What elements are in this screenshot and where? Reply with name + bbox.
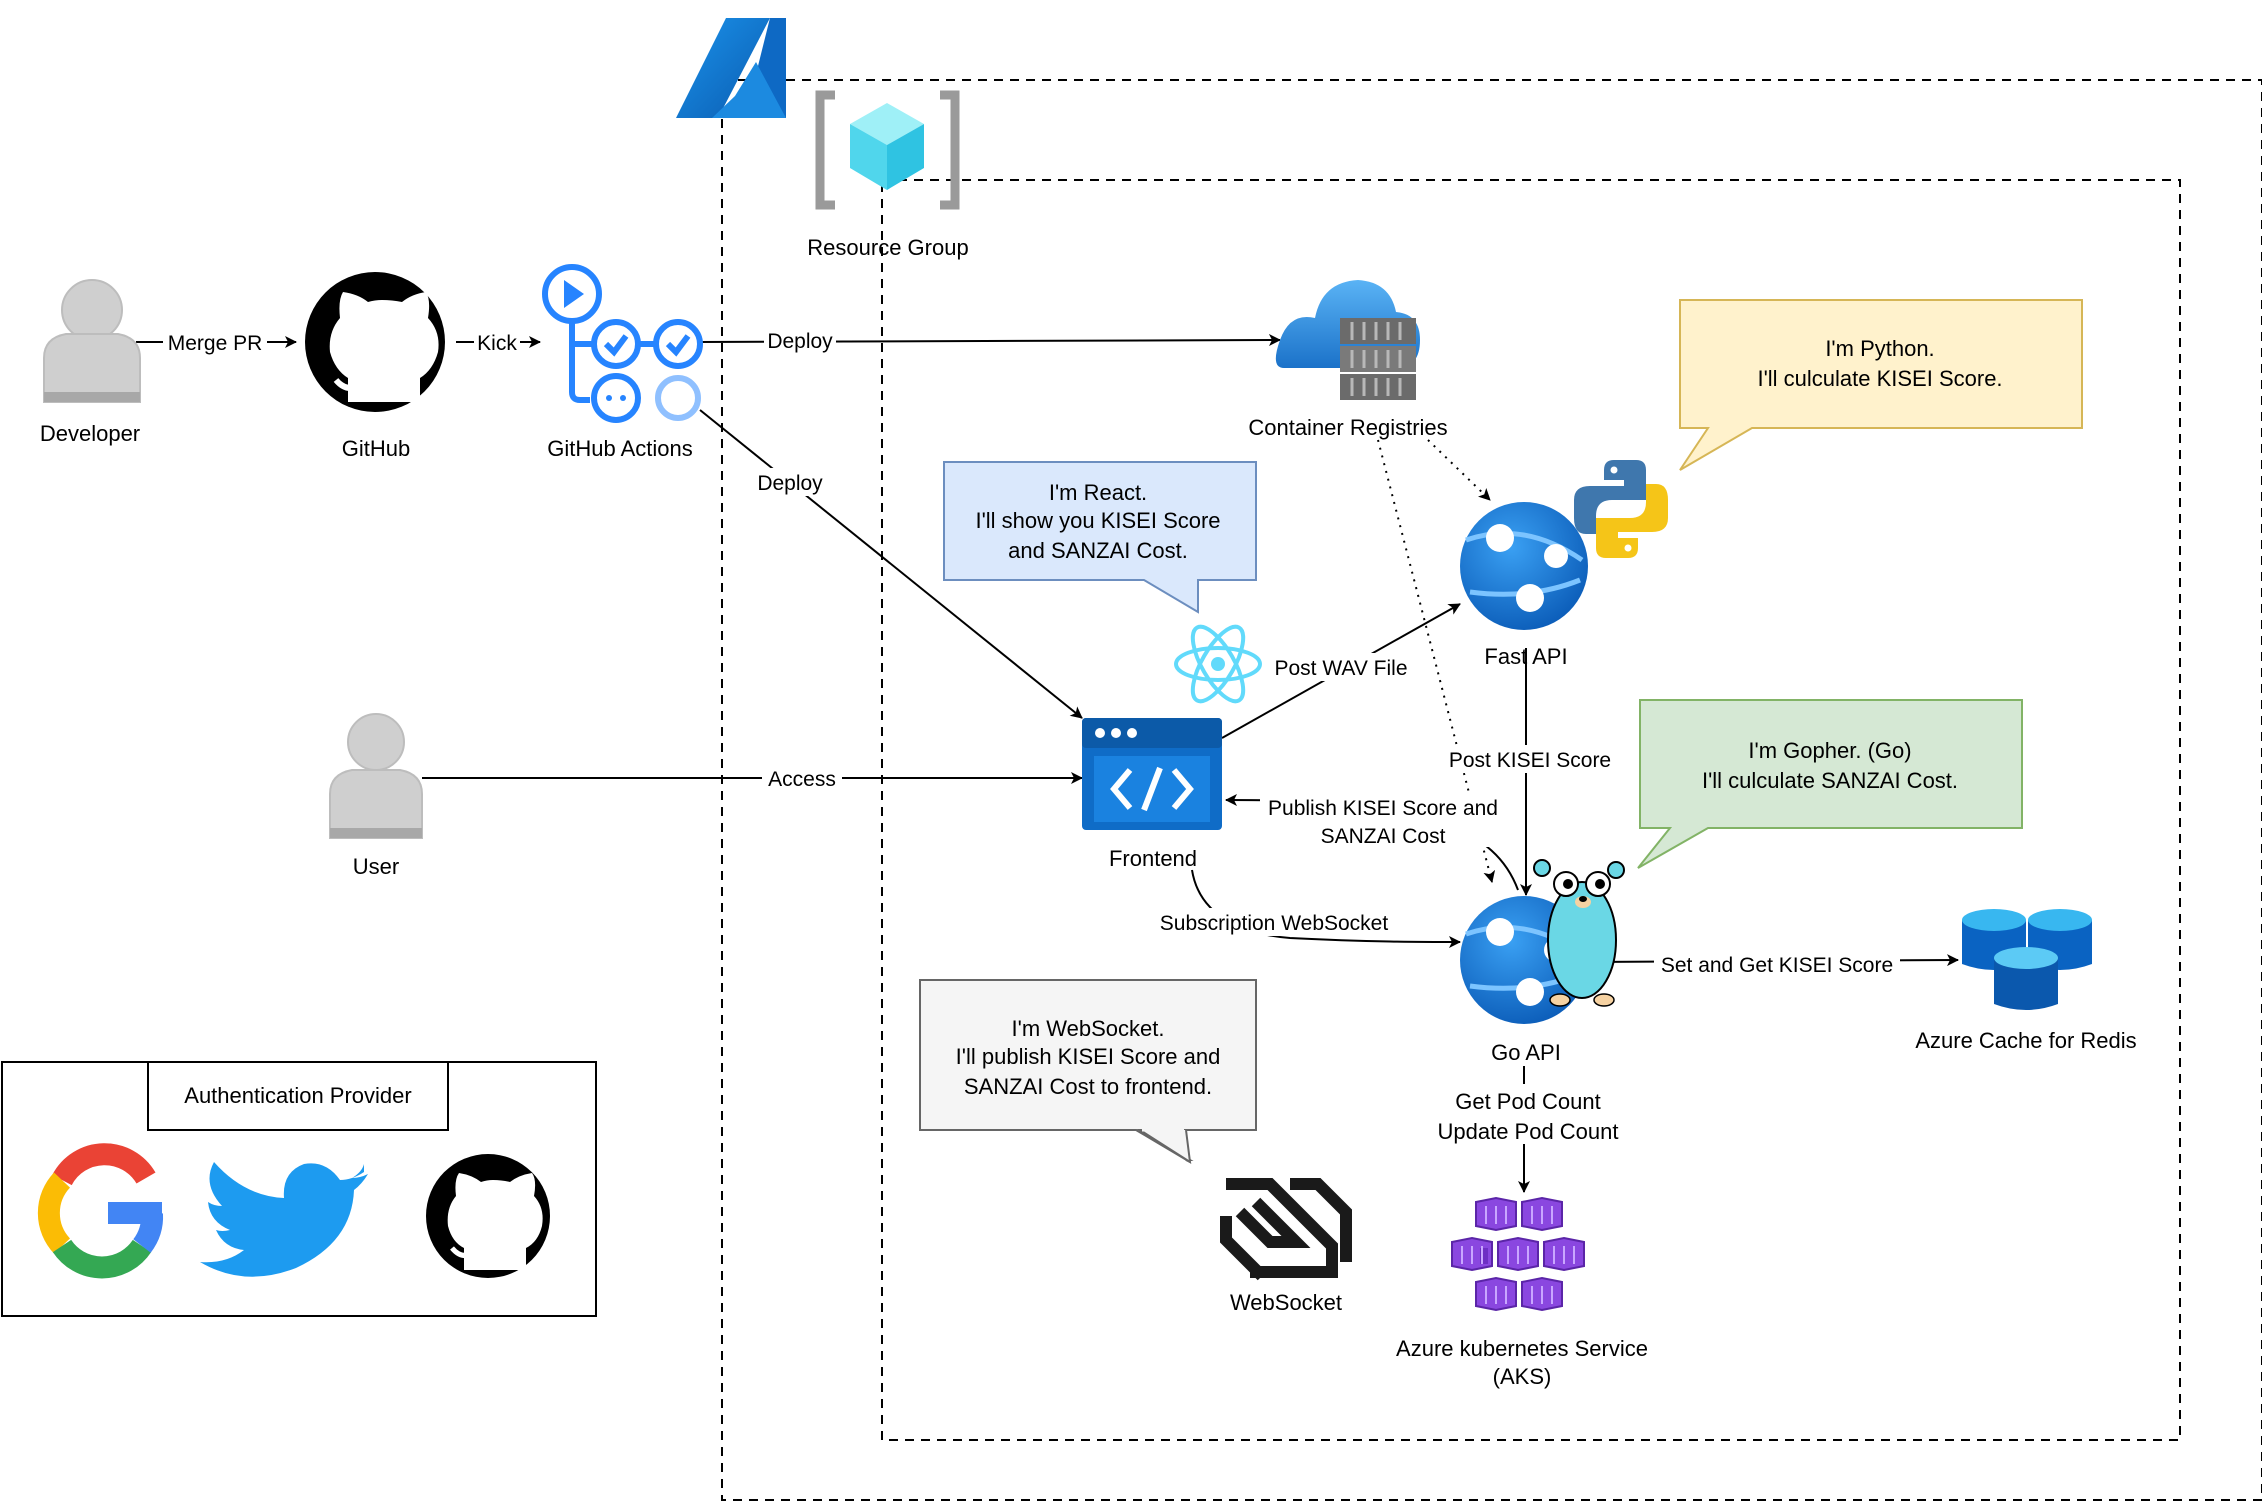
gopher-note-line-1: I'm Gopher. (Go) [1748,738,1911,763]
github-label: GitHub [342,436,410,461]
container-registry-icon [1275,280,1420,400]
websocket-note-line-1: I'm WebSocket. [1012,1016,1165,1041]
edge-label-merge-pr: Merge PR [168,332,263,355]
edge-label-publish-1: Publish KISEI Score and [1268,797,1498,820]
react-note-line-2: I'll show you KISEI Score [975,508,1220,533]
edge-label-post-wav: Post WAV File [1274,657,1407,680]
twitter-logo-icon [200,1162,368,1277]
websocket-logo-icon [1220,1178,1352,1281]
react-logo-icon [1174,624,1262,704]
edge-label-access: Access [768,768,836,791]
python-logo-icon [1574,460,1668,558]
edge-registry-to-fastapi [1427,439,1491,501]
edge-labels: Merge PR Kick Deploy Deploy Access Post … [163,328,1900,1144]
container-registries-label: Container Registries [1248,415,1447,440]
python-note-line-1: I'm Python. [1825,336,1934,361]
websocket-note-line-3: SANZAI Cost to frontend. [964,1074,1212,1099]
auth-provider-box: Authentication Provider [1,1061,597,1317]
websocket-note-line-2: I'll publish KISEI Score and [956,1044,1221,1069]
github-actions-label: GitHub Actions [547,436,693,461]
redis-label: Azure Cache for Redis [1915,1028,2136,1053]
redis-cache-icon [1962,909,2092,1010]
github-icon [305,272,445,412]
google-logo-icon [37,1143,164,1279]
resource-group-boundary [881,179,2181,1441]
edge-label-deploy-registry: Deploy [767,330,833,353]
edge-label-post-kisei: Post KISEI Score [1449,749,1611,772]
edge-deploy-frontend [699,409,1083,719]
react-note-line-1: I'm React. [1049,480,1147,505]
websocket-note: I'm WebSocket. I'll publish KISEI Score … [919,979,1257,1164]
edge-label-set-get: Set and Get KISEI Score [1661,954,1893,977]
aks-icon [1451,1196,1585,1312]
python-note-line-2: I'll culculate KISEI Score. [1757,366,2002,391]
developer-label: Developer [40,421,140,446]
fast-api-label: Fast API [1484,644,1567,669]
gopher-note-line-2: I'll culculate SANZAI Cost. [1702,768,1958,793]
edge-label-pod-1: Get Pod Count [1455,1089,1601,1114]
edge-label-subscription: Subscription WebSocket [1160,912,1389,935]
github-actions-icon [542,264,703,423]
developer-icon [43,279,141,403]
resource-group-label: Resource Group [807,235,968,260]
user-label: User [353,854,399,879]
gopher-note: I'm Gopher. (Go) I'll culculate SANZAI C… [1637,699,2023,869]
aks-label-2: (AKS) [1493,1364,1552,1389]
go-api-label: Go API [1491,1040,1561,1065]
edge-label-publish-2: SANZAI Cost [1321,825,1446,848]
azure-logo-icon [676,18,786,118]
websocket-label: WebSocket [1230,1290,1342,1315]
user-icon [329,713,423,839]
fast-api-app-service-icon [1460,502,1588,630]
python-note: I'm Python. I'll culculate KISEI Score. [1679,299,2083,471]
react-note-line-3: and SANZAI Cost. [1008,538,1188,563]
edge-label-pod-2: Update Pod Count [1437,1119,1618,1144]
aks-label-1: Azure kubernetes Service [1396,1336,1648,1361]
frontend-web-app-icon [1082,718,1222,830]
edge-label-deploy-frontend: Deploy [757,472,823,495]
react-note: I'm React. I'll show you KISEI Score and… [943,461,1257,614]
gopher-icon [1533,859,1625,1007]
auth-provider-title: Authentication Provider [184,1083,411,1108]
frontend-label: Frontend [1109,846,1197,871]
azure-subscription-boundary [721,79,2262,1501]
github-small-logo-icon [426,1154,550,1278]
edge-label-kick: Kick [477,332,517,355]
resource-group-icon [815,90,960,210]
